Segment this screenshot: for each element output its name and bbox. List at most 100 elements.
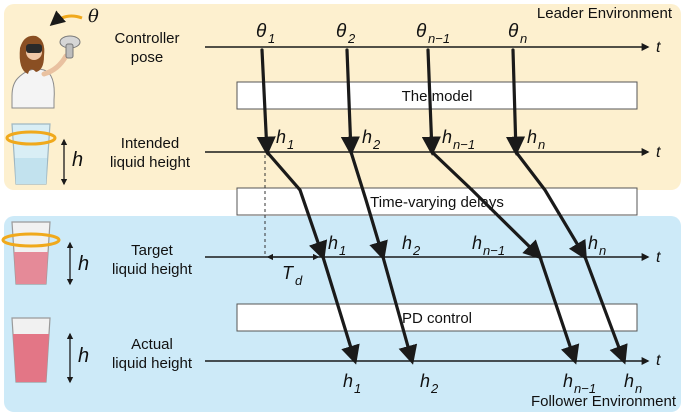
h-symbol-actual: h [78, 345, 89, 367]
pd-control-box: PD control [236, 303, 638, 332]
arrow-pose-to-intended-n-1 [421, 48, 441, 156]
svg-text:1: 1 [268, 31, 275, 46]
row-label-controller-pose: Controller pose [114, 30, 179, 66]
delays-box: Time-varying delays [236, 187, 638, 216]
svg-text:T: T [282, 263, 295, 283]
svg-text:n−1: n−1 [483, 243, 505, 258]
axis-t-labels: t t t t [656, 39, 661, 369]
svg-text:h: h [276, 127, 286, 147]
svg-text:h: h [402, 233, 412, 253]
arrow-intended-to-target-2 [349, 150, 388, 261]
svg-text:Controller: Controller [114, 30, 179, 47]
vr-operator-icon [11, 10, 83, 109]
svg-text:h: h [362, 127, 372, 147]
svg-text:Actual: Actual [131, 336, 173, 353]
svg-text:n−1: n−1 [453, 137, 475, 152]
svg-text:h: h [343, 371, 353, 391]
row-label-actual-height: Actual liquid height [112, 336, 193, 372]
svg-text:liquid height: liquid height [112, 355, 193, 372]
svg-text:2: 2 [372, 137, 381, 152]
svg-text:θ: θ [416, 21, 427, 42]
arrow-intended-to-target-n [514, 150, 587, 261]
svg-text:h: h [442, 127, 452, 147]
delay-label: T d [282, 263, 303, 288]
h-symbol-intended: h [72, 149, 83, 171]
svg-text:θ: θ [336, 21, 347, 42]
arrow-intended-to-target-n-1 [430, 150, 543, 260]
svg-text:h: h [472, 233, 482, 253]
svg-text:n: n [538, 137, 545, 152]
svg-text:Target: Target [131, 242, 174, 259]
arrow-target-to-actual-1 [321, 255, 360, 365]
actual-glass-icon [11, 317, 51, 383]
arrow-pose-to-intended-n [505, 48, 526, 156]
svg-text:pose: pose [131, 49, 164, 66]
target-glass-icon [1, 221, 61, 285]
svg-text:h: h [624, 371, 634, 391]
follower-environment-title: Follower Environment [531, 393, 677, 410]
h-symbol-target: h [78, 253, 89, 275]
svg-text:h: h [420, 371, 430, 391]
svg-text:θ: θ [256, 21, 267, 42]
svg-text:θ: θ [508, 21, 519, 42]
height-indicators [60, 138, 74, 384]
row-label-intended-height: Intended liquid height [110, 135, 191, 171]
height-h-symbols: h h h [72, 149, 89, 367]
svg-text:liquid height: liquid height [112, 261, 193, 278]
svg-text:2: 2 [412, 243, 421, 258]
flow-arrows [256, 48, 628, 365]
svg-text:PD control: PD control [402, 310, 472, 327]
svg-text:liquid height: liquid height [110, 154, 191, 171]
svg-text:h: h [527, 127, 537, 147]
row-label-target-height: Target liquid height [112, 242, 193, 278]
t-label-3: t [656, 249, 661, 266]
svg-text:n−1: n−1 [428, 31, 450, 46]
theta-rotation-symbol: θ [88, 6, 99, 27]
svg-text:h: h [588, 233, 598, 253]
arrow-target-to-actual-2 [381, 255, 418, 365]
svg-text:d: d [295, 273, 303, 288]
svg-text:n: n [635, 381, 642, 396]
arrow-target-to-actual-n-1 [538, 255, 580, 365]
arrow-pose-to-intended-1 [256, 48, 276, 156]
svg-text:1: 1 [354, 381, 361, 396]
svg-text:h: h [328, 233, 338, 253]
arrow-pose-to-intended-2 [340, 48, 360, 156]
svg-text:n−1: n−1 [574, 381, 596, 396]
arrow-target-to-actual-n [583, 255, 628, 365]
leader-environment-title: Leader Environment [537, 5, 673, 22]
arrow-intended-to-target-1 [265, 150, 328, 261]
svg-text:2: 2 [430, 381, 439, 396]
svg-text:Intended: Intended [121, 135, 179, 152]
svg-text:1: 1 [287, 137, 294, 152]
t-label-2: t [656, 144, 661, 161]
svg-text:1: 1 [339, 243, 346, 258]
svg-text:The model: The model [402, 88, 473, 105]
svg-text:Time-varying delays: Time-varying delays [370, 194, 504, 211]
svg-text:h: h [563, 371, 573, 391]
t-label-4: t [656, 352, 661, 369]
svg-text:2: 2 [347, 31, 356, 46]
model-box: The model [236, 81, 638, 110]
t-label-1: t [656, 39, 661, 56]
